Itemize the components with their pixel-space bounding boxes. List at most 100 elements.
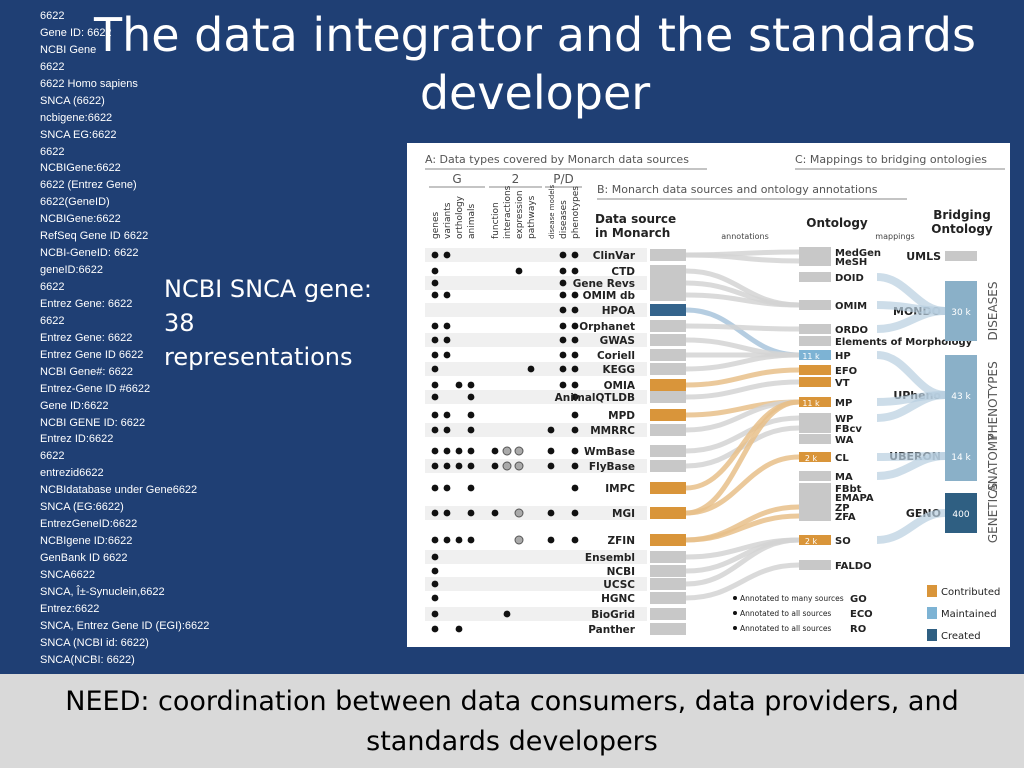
data-dot: [443, 426, 451, 434]
source-name: Panther: [588, 624, 636, 636]
source-row-band: [425, 276, 647, 290]
datatype-label: interactions: [503, 185, 513, 239]
annotation-flow: [685, 352, 800, 372]
ontology-name: Elements of Morphology: [835, 337, 973, 348]
data-dot-partial: [514, 461, 524, 471]
data-dot: [571, 509, 579, 517]
ontology-name: MedGen: [835, 248, 881, 259]
source-name: MPD: [608, 410, 635, 422]
ontology-bar: [799, 300, 831, 310]
source-name: GWAS: [600, 335, 635, 347]
source-name: OMIA: [604, 380, 636, 392]
identifier-item: SNCA6622: [40, 568, 96, 581]
data-dot: [455, 381, 463, 389]
data-dot-partial: [514, 446, 524, 456]
bridging-bar: [945, 355, 977, 435]
data-dot-partial: [514, 535, 524, 545]
data-dot: [571, 462, 579, 470]
annotation-flow: [685, 379, 800, 400]
ontology-bar: [799, 324, 831, 334]
ontology-name: ZFA: [835, 512, 856, 523]
domain-label: ANATOMY: [986, 433, 1000, 493]
source-row-band: [425, 303, 647, 317]
data-dot: [467, 462, 475, 470]
datatype-label: phenotypes: [571, 186, 581, 239]
data-dot: [431, 625, 439, 633]
ontology-bar: [799, 423, 831, 433]
annotation-flow: [685, 252, 800, 264]
data-dot: [571, 484, 579, 492]
source-bar: [650, 482, 686, 494]
monarch-figure: A: Data types covered by Monarch data so…: [407, 143, 1010, 647]
identifier-item: NCBI Gene#: 6622: [40, 365, 133, 378]
group-label: G: [452, 172, 461, 186]
annotation-flow: [685, 292, 800, 308]
identifier-item: NCBIgene ID:6622: [40, 535, 133, 548]
data-dot: [571, 536, 579, 544]
identifier-item: NCBIGene:6622: [40, 162, 121, 175]
source-name: HGNC: [601, 593, 635, 605]
data-dot: [571, 447, 579, 455]
annotated-code: GO: [850, 594, 867, 605]
datatype-label: disease models: [548, 184, 556, 239]
source-row-band: [425, 423, 647, 437]
source-bar: [650, 534, 686, 546]
source-bar: [650, 265, 686, 277]
data-dot: [443, 509, 451, 517]
ontology-bar: [799, 247, 831, 257]
data-dot: [571, 251, 579, 259]
data-dot: [443, 251, 451, 259]
identifier-item: 6622: [40, 60, 65, 73]
data-dot: [431, 322, 439, 330]
data-dot: [467, 381, 475, 389]
source-bar: [650, 277, 686, 289]
ontology-name: FBcv: [835, 424, 862, 435]
callout-line: NCBI SNCA gene:: [164, 275, 372, 303]
ontology-name: MP: [835, 398, 852, 409]
ontology-count: 2 k: [805, 454, 818, 463]
ontology-bar: [799, 535, 831, 545]
data-dot: [467, 447, 475, 455]
source-row-band: [425, 550, 647, 564]
legend-label: Maintained: [941, 609, 997, 620]
section-a-label: A: Data types covered by Monarch data so…: [425, 153, 689, 166]
source-name: IMPC: [605, 483, 635, 495]
section-c-label: C: Mappings to bridging ontologies: [795, 153, 987, 166]
source-bar: [650, 592, 686, 604]
source-bar: [650, 578, 686, 590]
ontology-bar: [799, 256, 831, 266]
data-dot: [559, 322, 567, 330]
data-dot: [431, 365, 439, 373]
annotated-text: Annotated to all sources: [740, 609, 831, 618]
data-dot: [431, 336, 439, 344]
datatype-label: animals: [467, 203, 477, 239]
ontology-name: CL: [835, 453, 849, 464]
ontology-name: WP: [835, 414, 853, 425]
flow-layer: [685, 249, 800, 601]
identifier-item: SNCA, Entrez Gene ID (EGI):6622: [40, 619, 210, 632]
data-dot: [431, 381, 439, 389]
ontology-bar: [799, 272, 831, 282]
bridging-header-2: Ontology: [931, 222, 993, 236]
ontology-name: FBbt: [835, 484, 862, 495]
data-dot: [571, 322, 579, 330]
annotation-flow: [685, 537, 800, 587]
source-bar: [650, 363, 686, 375]
ontology-bar: [799, 434, 831, 444]
source-bar: [650, 334, 686, 346]
source-row-band: [425, 459, 647, 473]
source-name: Orphanet: [579, 321, 635, 333]
footer-banner: NEED: coordination between data consumer…: [0, 674, 1024, 768]
data-dot: [503, 610, 511, 618]
source-bar: [650, 289, 686, 301]
source-bar: [650, 608, 686, 620]
domain-label: DISEASES: [986, 281, 1000, 340]
data-dot: [467, 393, 475, 401]
mappings-header: mappings: [875, 232, 914, 241]
source-bar: [650, 304, 686, 316]
ontology-name: EFO: [835, 366, 857, 377]
source-name: KEGG: [602, 364, 635, 376]
annotation-flow: [685, 562, 800, 601]
identifier-item: 6622: [40, 281, 65, 293]
